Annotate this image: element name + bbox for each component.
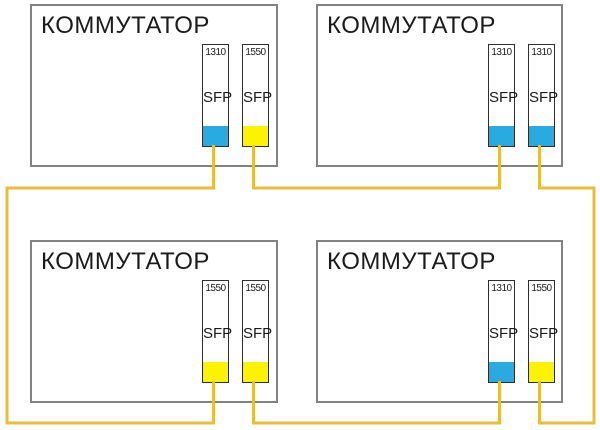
sfp-wavelength-label: 1550 xyxy=(205,283,226,294)
switch-top-left: КОММУТАТОР 1310 SFP 1550 SFP xyxy=(30,4,278,167)
sfp-wavelength-label: 1550 xyxy=(245,47,266,58)
sfp-module-1310: 1310 SFP xyxy=(488,44,519,147)
switch-bottom-right: КОММУТАТОР 1310 SFP 1550 SFP xyxy=(316,240,563,403)
sfp-type-label: SFP xyxy=(203,325,233,342)
sfp-module-1310: 1310 SFP xyxy=(488,280,519,383)
sfp-connector xyxy=(203,126,228,146)
switch-title-label: КОММУТАТОР xyxy=(327,12,496,39)
sfp-wavelength-label: 1310 xyxy=(531,47,552,58)
sfp-type-label: SFP xyxy=(243,325,273,342)
sfp-connector xyxy=(529,362,554,382)
switch-title-label: КОММУТАТОР xyxy=(41,248,210,275)
sfp-connector xyxy=(489,362,514,382)
sfp-type-label: SFP xyxy=(489,325,519,342)
sfp-connector xyxy=(489,126,514,146)
sfp-module-1310: 1310 SFP xyxy=(528,44,559,147)
sfp-module-1550: 1550 SFP xyxy=(242,44,273,147)
sfp-connector xyxy=(243,362,268,382)
sfp-type-label: SFP xyxy=(489,89,519,106)
sfp-type-label: SFP xyxy=(243,89,273,106)
switch-title-label: КОММУТАТОР xyxy=(327,248,496,275)
sfp-wavelength-label: 1310 xyxy=(491,47,512,58)
sfp-wavelength-label: 1310 xyxy=(205,47,226,58)
sfp-connector xyxy=(203,362,228,382)
switch-top-right: КОММУТАТОР 1310 SFP 1310 SFP xyxy=(316,4,563,167)
switch-bottom-left: КОММУТАТОР 1550 SFP 1550 SFP xyxy=(30,240,278,403)
sfp-connector xyxy=(243,126,268,146)
switch-title-label: КОММУТАТОР xyxy=(41,12,210,39)
sfp-wavelength-label: 1550 xyxy=(245,283,266,294)
sfp-module-1310: 1310 SFP xyxy=(202,44,233,147)
sfp-module-1550: 1550 SFP xyxy=(528,280,559,383)
sfp-wavelength-label: 1310 xyxy=(491,283,512,294)
sfp-type-label: SFP xyxy=(529,325,559,342)
sfp-type-label: SFP xyxy=(203,89,233,106)
sfp-wavelength-label: 1550 xyxy=(531,283,552,294)
sfp-module-1550: 1550 SFP xyxy=(202,280,233,383)
sfp-type-label: SFP xyxy=(529,89,559,106)
sfp-module-1550: 1550 SFP xyxy=(242,280,273,383)
sfp-connector xyxy=(529,126,554,146)
